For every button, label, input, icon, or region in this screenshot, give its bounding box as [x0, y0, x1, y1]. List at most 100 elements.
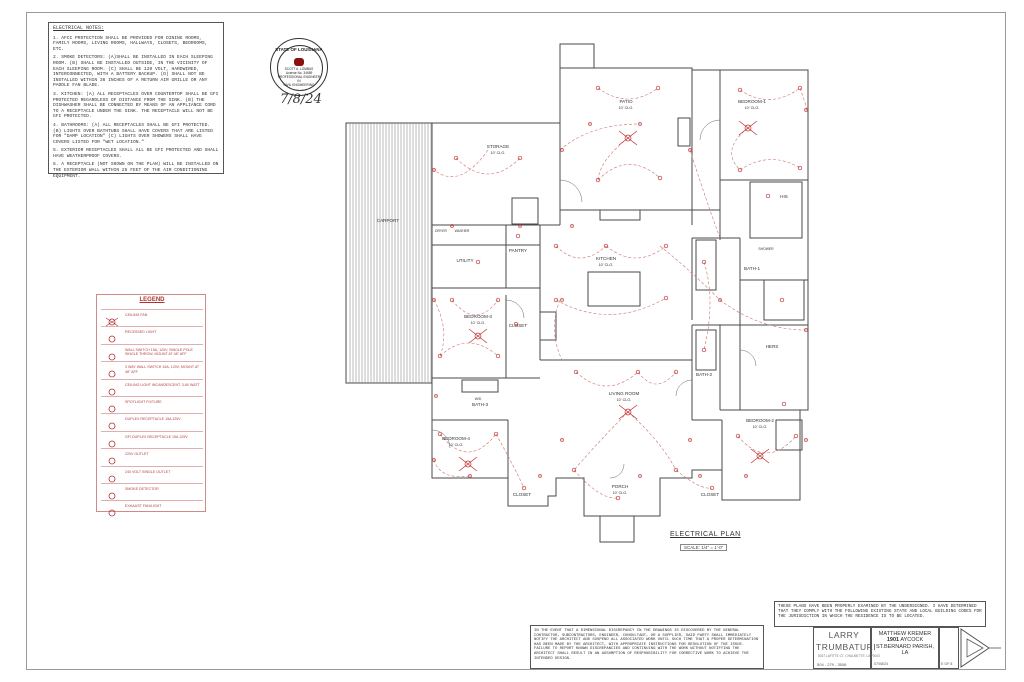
seal-line3: CIVIL ENGINEERING: [283, 83, 315, 87]
wiring-run: [703, 261, 711, 351]
room-label: BATH-2: [696, 372, 712, 377]
door-swing: [505, 299, 525, 319]
wiring-run: [555, 245, 607, 259]
room-ceiling: 10' CLG.: [471, 321, 486, 325]
wiring-run: [433, 459, 471, 477]
legend-label: DUPLEX RECEPTACLE 15A 125V: [125, 417, 181, 422]
legend-label: EXHAUST FAN/LIGHT: [125, 504, 162, 509]
legend-symbol-icon: [105, 436, 119, 448]
legend-label: GFI DUPLEX RECEPTACLE 15A 125V: [125, 434, 188, 439]
legend-symbol-icon: [105, 384, 119, 395]
legend-row: CEILING FAN: [101, 309, 203, 327]
wiring-run: [689, 149, 721, 239]
receptacle-icon: [570, 224, 574, 228]
door-swing: [559, 179, 583, 203]
recessed-light-icon: [709, 485, 715, 491]
receptacle-icon: [432, 298, 436, 302]
client-name: MATTHEW KREMER: [878, 631, 932, 637]
room-label: CLOSET: [701, 492, 720, 497]
wiring-run: [627, 411, 677, 471]
house-outline: [431, 67, 809, 517]
room-label: HERS: [766, 344, 779, 349]
recessed-light-icon: [573, 369, 579, 375]
wiring-run: [739, 87, 801, 100]
legend-symbol-icon: [105, 453, 119, 465]
note-item: 4. BATHROOMS: (A) ALL RECEPTACLES SHALL …: [53, 122, 213, 145]
wiring-run: [455, 157, 521, 175]
legend-symbol-icon: [105, 401, 119, 413]
legend-row: RECESSED LIGHT: [101, 326, 203, 344]
sheet-box: [939, 627, 959, 669]
client-block: MATTHEW KREMER 1901 AYCOCK ST.BERNARD PA…: [875, 631, 935, 657]
receptacle-icon: [560, 438, 564, 442]
recessed-light-icon: [517, 155, 523, 161]
recessed-light-icon: [475, 259, 481, 265]
room-label: PANTRY: [509, 248, 527, 253]
legend-symbol-icon: [105, 349, 119, 361]
room-label: PORCH: [612, 484, 629, 489]
receptacle-icon: [698, 474, 702, 478]
client-city: ST.BERNARD PARISH, LA: [876, 643, 934, 657]
seal-license: License No. 34689: [285, 71, 313, 75]
note-item: 6. A RECEPTACLE (NOT SHOWN ON THE PLAN) …: [53, 162, 219, 179]
recessed-light-icon: [495, 297, 501, 303]
door-swing: [609, 463, 625, 479]
fixture-label: WASHER: [455, 229, 470, 233]
wiring-run: [451, 299, 499, 316]
plan-title: ELECTRICAL PLAN: [670, 531, 741, 538]
wiring-run: [495, 433, 525, 489]
recessed-light-icon: [635, 369, 641, 375]
room-ceiling: 10' CLG.: [617, 398, 632, 402]
wiring-run: [739, 159, 801, 171]
door-swing: [739, 349, 757, 367]
door-swing: [699, 119, 721, 141]
designer-first-name: LARRY: [828, 630, 860, 640]
recessed-light-icon: [657, 175, 663, 181]
wiring-run: [433, 299, 445, 357]
fixture-label: DRYER: [435, 229, 447, 233]
designer-last-name: TRUMBATURI: [816, 642, 877, 652]
room-ceiling: 10' CLG.: [599, 263, 614, 267]
client-number: 1901: [886, 637, 900, 644]
legend-row: SPOTLIGHT FIXTURE: [101, 396, 203, 414]
wiring-run: [675, 469, 713, 489]
legend-row: DUPLEX RECEPTACLE 15A 125V: [101, 413, 203, 431]
wiring-run: [719, 299, 807, 331]
code-approval-note: THESE PLANS HAVE BEEN PROPERLY EXAMINED …: [774, 601, 986, 627]
wiring-run: [605, 245, 667, 259]
recessed-light-icon: [453, 155, 459, 161]
legend-symbol-icon: [105, 366, 119, 378]
wiring-run: [799, 87, 807, 111]
recessed-light-icon: [735, 433, 741, 439]
legend-label: RECESSED LIGHT: [125, 330, 157, 335]
receptacle-icon: [718, 298, 722, 302]
recessed-light-icon: [515, 233, 521, 239]
legend-label: 220V OUTLET: [125, 452, 149, 457]
client-street: AYCOCK: [900, 637, 924, 644]
recessed-light-icon: [655, 85, 661, 91]
note-item: 1. AFCI PROTECTION SHALL BE PROVIDED FOR…: [53, 35, 208, 52]
legend-symbol-icon: [105, 314, 119, 327]
recessed-light-icon: [793, 433, 799, 439]
seal-line1: PROFESSIONAL ENGINEER: [277, 75, 321, 79]
room-label: HIS: [780, 194, 788, 199]
wiring-run: [659, 245, 721, 301]
legend-row: SMOKE DETECTOR: [101, 483, 203, 501]
room-label: KITCHEN: [596, 256, 616, 261]
seal-inner-ring: [277, 45, 323, 91]
legend-symbol-icon: [105, 331, 119, 343]
recessed-light-icon: [765, 193, 771, 199]
recessed-light-icon: [797, 85, 803, 91]
receptacle-icon: [588, 122, 592, 126]
room-label: BATH-1: [744, 266, 760, 271]
seal-line2: IN: [297, 79, 301, 83]
room-label: UTILITY: [456, 258, 473, 263]
receptacle-icon: [804, 108, 808, 112]
room-label: LIVING ROOM: [609, 391, 640, 396]
legend-label: 240 VOLT SINGLE OUTLET: [125, 469, 171, 474]
designer-address: 8037 LAFITTE CT. CHALMETTE, LA 70043: [818, 654, 880, 658]
recessed-light-icon: [553, 243, 559, 249]
receptacle-icon: [468, 474, 472, 478]
